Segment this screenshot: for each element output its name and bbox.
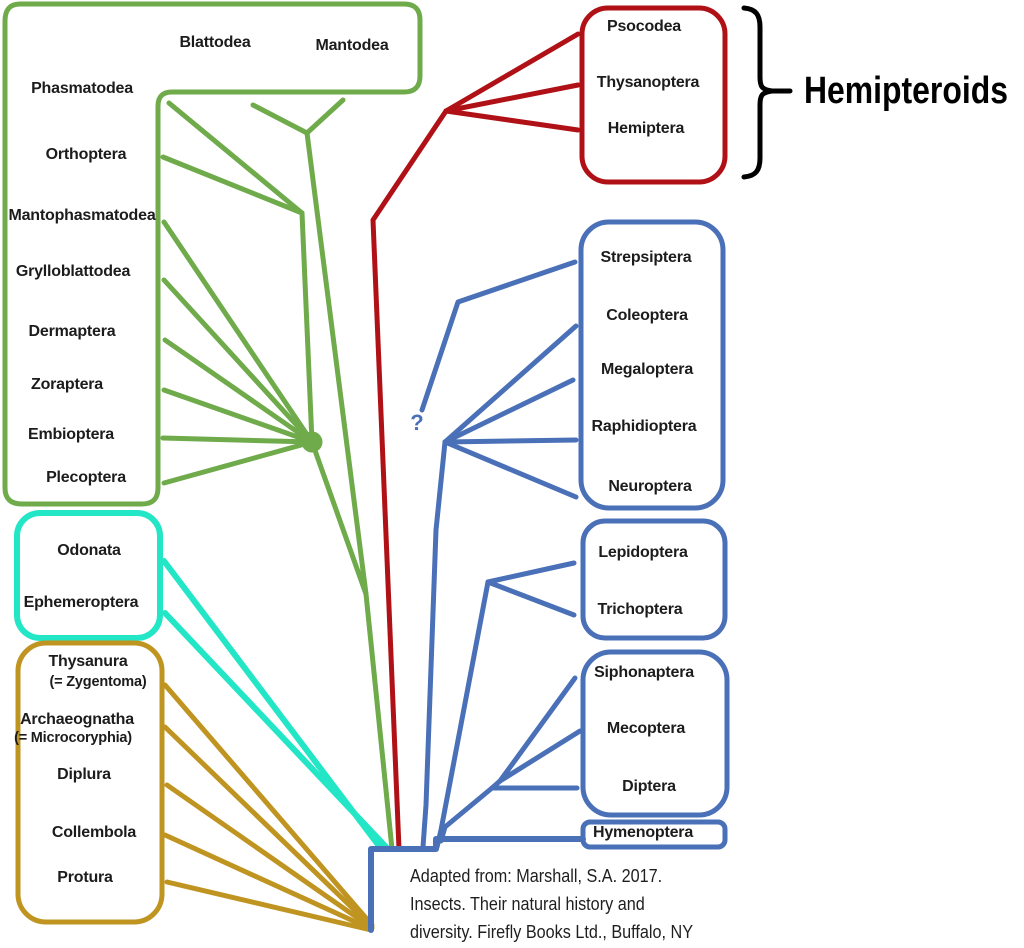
taxon-neuroptera: Neuroptera bbox=[608, 478, 692, 495]
taxon-psocodea: Psocodea bbox=[607, 18, 681, 35]
branch-mantodea bbox=[304, 97, 346, 136]
taxon-zoraptera: Zoraptera bbox=[31, 376, 103, 393]
hemipteroids-bracket bbox=[741, 5, 775, 180]
taxon-protura: Protura bbox=[57, 869, 113, 886]
branch-blattodea bbox=[250, 102, 310, 136]
branch-amphiesmenoptera-stem bbox=[434, 579, 491, 850]
caption-line-1: Adapted from: Marshall, S.A. 2017. bbox=[410, 866, 663, 886]
branch-phasmatodea-orthoptera-stem bbox=[299, 210, 315, 445]
taxon-diptera: Diptera bbox=[622, 778, 676, 795]
taxon-archaeognatha: Archaeognatha bbox=[20, 711, 134, 728]
branch-polyneoptera-node-stem bbox=[309, 439, 369, 597]
taxon-collembola: Collembola bbox=[51, 824, 137, 841]
antliophora-group-box bbox=[580, 649, 730, 818]
branch-collembola bbox=[162, 832, 374, 932]
branch-embioptera bbox=[160, 435, 315, 445]
taxon-mecoptera: Mecoptera bbox=[606, 720, 686, 737]
uncertainty-question-mark: ? bbox=[410, 410, 424, 435]
neuropteroid-group-box bbox=[578, 219, 726, 511]
hemipteroids-label: Hemipteroids bbox=[804, 70, 1008, 112]
hemipteroid-group-box bbox=[579, 5, 728, 185]
branch-ephemeroptera bbox=[162, 610, 391, 852]
taxon-zygentoma-synonym: (= Zygentoma) bbox=[49, 673, 147, 690]
taxon-mantodea: Mantodea bbox=[315, 37, 389, 54]
taxon-grylloblattodea: Grylloblattodea bbox=[15, 263, 131, 280]
taxon-thysanura: Thysanura bbox=[48, 653, 128, 670]
taxon-mantophasmatodea: Mantophasmatodea bbox=[8, 207, 156, 224]
branch-dermaptera bbox=[162, 337, 315, 445]
taxon-microcoryphia-synonym: (= Microcoryphia) bbox=[14, 729, 132, 746]
taxon-plecoptera: Plecoptera bbox=[46, 469, 126, 486]
taxon-megaloptera: Megaloptera bbox=[600, 361, 694, 378]
taxon-coleoptera: Coleoptera bbox=[606, 307, 688, 324]
tree-backbone bbox=[368, 836, 586, 933]
branch-strepsiptera bbox=[419, 259, 578, 413]
taxon-trichoptera: Trichoptera bbox=[597, 601, 683, 618]
taxon-blattodea: Blattodea bbox=[179, 34, 251, 51]
branch-plecoptera bbox=[161, 439, 315, 486]
palaeoptera-group-box bbox=[14, 510, 163, 641]
branch-coleoptera bbox=[442, 323, 579, 445]
taxon-phasmatodea: Phasmatodea bbox=[31, 80, 133, 97]
taxon-hemiptera: Hemiptera bbox=[607, 120, 685, 137]
branch-zoraptera bbox=[161, 387, 315, 445]
taxon-raphidioptera: Raphidioptera bbox=[591, 418, 697, 435]
polyneoptera-node-dot bbox=[301, 431, 323, 453]
taxon-hymenoptera: Hymenoptera bbox=[592, 824, 694, 841]
branch-neuropteroid-stem bbox=[420, 439, 448, 850]
taxon-dermaptera: Dermaptera bbox=[28, 323, 116, 340]
taxon-ephemeroptera: Ephemeroptera bbox=[23, 594, 139, 611]
branch-megaloptera bbox=[442, 377, 576, 445]
branch-mecoptera bbox=[497, 728, 583, 784]
caption-line-3: diversity. Firefly Books Ltd., Buffalo, … bbox=[410, 922, 694, 942]
branch-trichoptera bbox=[485, 579, 577, 618]
branch-siphonaptera bbox=[497, 675, 578, 784]
branch-diplura bbox=[164, 782, 375, 931]
branch-hemipteroid-trunk bbox=[370, 108, 449, 852]
branch-polyneoptera-trunk bbox=[363, 591, 395, 852]
branch-thysanura bbox=[162, 682, 375, 928]
taxon-embioptera: Embioptera bbox=[27, 426, 115, 443]
branch-lepidoptera bbox=[485, 560, 577, 585]
taxon-siphonaptera: Siphonaptera bbox=[594, 664, 694, 681]
branch-archaeognatha bbox=[162, 724, 375, 930]
amphiesmenoptera-group-box bbox=[580, 518, 728, 641]
branch-orthoptera bbox=[160, 154, 305, 216]
taxon-diplura: Diplura bbox=[57, 766, 111, 783]
branch-protura bbox=[164, 879, 374, 933]
taxon-strepsiptera: Strepsiptera bbox=[600, 249, 692, 266]
caption-line-2: Insects. Their natural history and bbox=[410, 894, 645, 914]
branch-mantophasmatodea bbox=[161, 219, 315, 445]
branch-grylloblattodea bbox=[161, 277, 315, 445]
branch-thysanoptera bbox=[443, 82, 581, 114]
branch-psocodea bbox=[443, 31, 581, 114]
taxon-orthoptera: Orthoptera bbox=[45, 146, 127, 163]
apterygote-group-box bbox=[15, 640, 165, 925]
branch-phasmatodea bbox=[166, 100, 305, 216]
taxon-lepidoptera: Lepidoptera bbox=[598, 544, 688, 561]
branch-hemiptera bbox=[443, 108, 581, 133]
branch-dictyoptera-stem bbox=[304, 130, 369, 597]
taxon-odonata: Odonata bbox=[57, 542, 121, 559]
branch-neuroptera bbox=[442, 439, 579, 500]
branch-antliophora-stem bbox=[438, 778, 503, 844]
hymenoptera-box bbox=[580, 819, 728, 850]
taxon-thysanoptera: Thysanoptera bbox=[596, 74, 700, 91]
branch-raphidioptera bbox=[442, 437, 579, 445]
source-caption: Adapted from: Marshall, S.A. 2017. Insec… bbox=[410, 862, 693, 946]
polyneoptera-group-box bbox=[2, 1, 423, 507]
